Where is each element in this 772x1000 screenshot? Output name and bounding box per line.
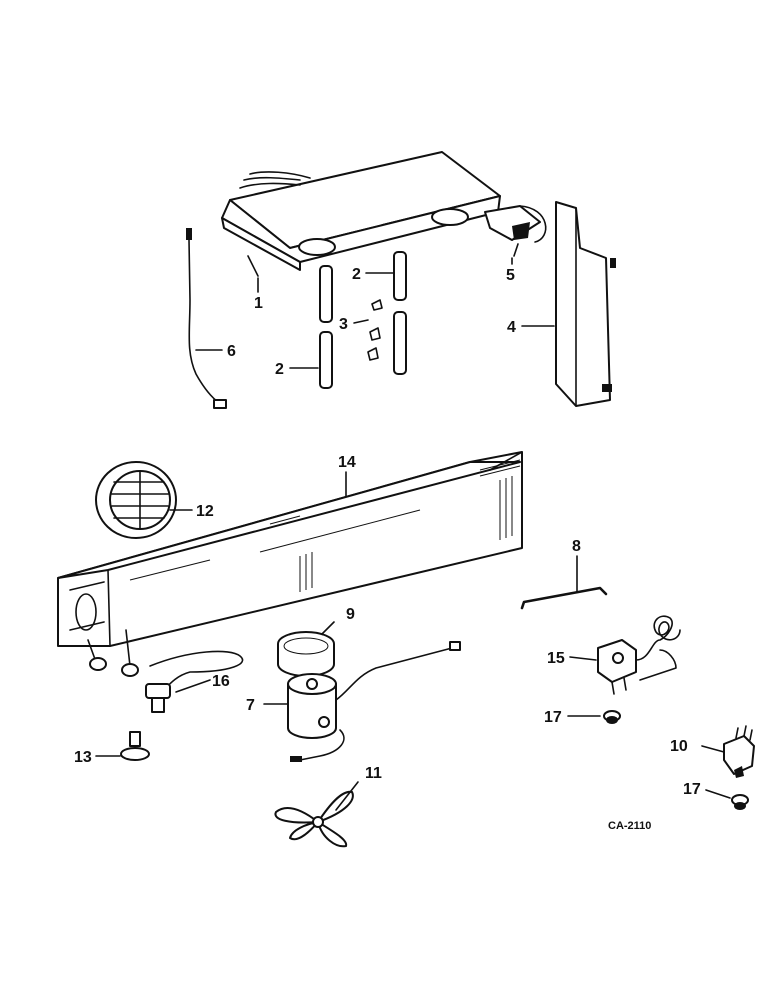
part-6-sensor-wire (186, 228, 227, 409)
part-4-side-panel (555, 201, 616, 407)
callout-14: 14 (338, 454, 356, 471)
part-1-housing (221, 151, 501, 277)
callout-7: 7 (246, 697, 255, 714)
drawing-code: CA-2110 (608, 820, 651, 832)
callout-16: 16 (212, 673, 230, 690)
part-13-fitting (120, 731, 150, 761)
callout-9: 9 (346, 606, 355, 623)
callout-10: 10 (670, 738, 688, 755)
callout-17a: 17 (544, 709, 562, 726)
callout-8: 8 (572, 538, 581, 555)
part-8-rod (520, 586, 608, 610)
callout-5: 5 (506, 267, 515, 284)
callout-2a: 2 (352, 266, 361, 283)
callout-3: 3 (339, 316, 348, 333)
part-12-grille (95, 461, 177, 539)
part-11-fan (274, 790, 354, 848)
callout-13: 13 (74, 749, 92, 766)
callout-12: 12 (196, 503, 214, 520)
callout-1: 1 (254, 295, 263, 312)
part-16-valve (145, 650, 244, 713)
part-17-grommet-a (603, 710, 621, 724)
callout-4: 4 (507, 319, 516, 336)
callout-17b: 17 (683, 781, 701, 798)
part-15-thermostat (597, 615, 681, 695)
part-17-grommet-b (731, 794, 749, 810)
part-14-evaporator (57, 451, 523, 677)
callout-2b: 2 (275, 361, 284, 378)
callout-labels: 1 2 2 3 4 5 6 7 8 9 10 11 12 13 14 15 16… (74, 266, 701, 832)
part-5-bracket (484, 205, 547, 257)
part-7-motor (287, 641, 461, 762)
leader-lines (95, 257, 731, 811)
part-9-ring (277, 631, 335, 677)
callout-11: 11 (365, 765, 382, 782)
part-3-clips (367, 299, 383, 361)
part-2-tubes (319, 251, 407, 389)
callout-6: 6 (227, 343, 236, 360)
part-10-switch (723, 725, 755, 778)
callout-15: 15 (547, 650, 565, 667)
